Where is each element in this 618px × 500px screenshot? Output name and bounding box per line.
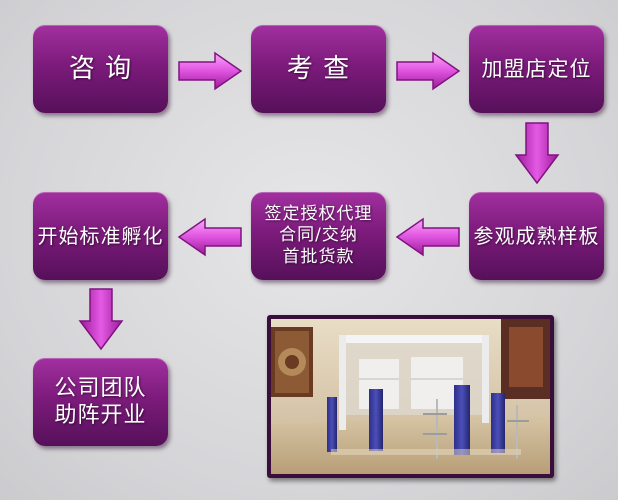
- step-reference-label: 参观成熟样板: [473, 223, 600, 248]
- arrow-left-icon: [177, 217, 242, 257]
- step-opening: 公司团队 助阵开业: [33, 358, 168, 446]
- step-opening-label: 公司团队 助阵开业: [54, 375, 147, 429]
- arrow-right-icon: [396, 51, 461, 91]
- arrow-down-icon: [78, 288, 124, 351]
- store-photo: [271, 319, 550, 474]
- arrow-down-icon: [514, 122, 560, 185]
- step-incubation-label: 开始标准孵化: [37, 223, 164, 248]
- step-location: 加盟店定位: [469, 25, 604, 113]
- step-incubation: 开始标准孵化: [33, 192, 168, 280]
- store-photo-frame: [267, 315, 554, 478]
- step-contract-label: 签定授权代理 合同/交纳 首批货款: [264, 204, 373, 267]
- arrow-right-icon: [178, 51, 243, 91]
- step-consult: 咨 询: [33, 25, 168, 113]
- step-inspect-label: 考 查: [286, 53, 351, 84]
- step-consult-label: 咨 询: [68, 53, 133, 84]
- step-inspect: 考 查: [251, 25, 386, 113]
- arrow-left-icon: [395, 217, 460, 257]
- step-contract: 签定授权代理 合同/交纳 首批货款: [251, 192, 386, 280]
- step-location-label: 加盟店定位: [481, 56, 592, 81]
- step-reference: 参观成熟样板: [469, 192, 604, 280]
